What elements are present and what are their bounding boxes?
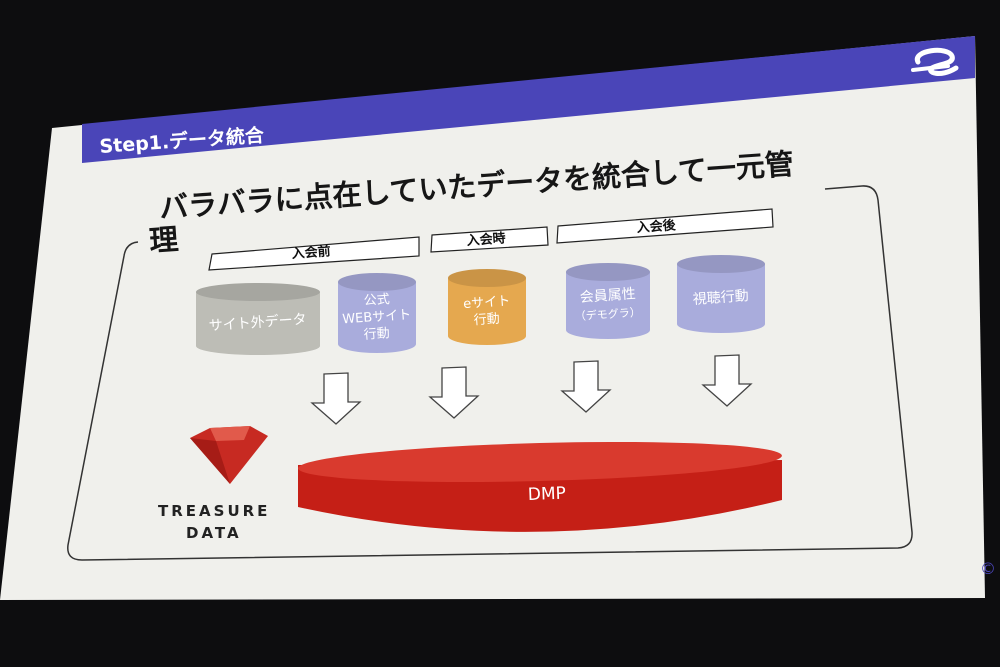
cylinder-top bbox=[338, 273, 416, 291]
dmp-label: DMP bbox=[527, 484, 566, 505]
cylinder-label: （デモグラ） bbox=[574, 305, 641, 324]
phase-after-join: 入会後 bbox=[556, 208, 774, 244]
cylinder-label: eサイト bbox=[463, 294, 511, 312]
down-arrow-icon bbox=[560, 360, 612, 413]
brand-line2: DATA bbox=[186, 524, 242, 542]
down-arrow-icon bbox=[701, 354, 753, 407]
flow-arrows bbox=[310, 354, 753, 425]
cylinder-body bbox=[566, 272, 650, 339]
phase-at-join: 入会時 bbox=[430, 226, 549, 253]
cylinder-label: 会員属性 bbox=[579, 286, 636, 306]
cylinder-top bbox=[448, 269, 526, 287]
cylinder-top bbox=[677, 255, 765, 273]
copyright-mark: © bbox=[980, 559, 996, 578]
cylinder-label: 行動 bbox=[473, 312, 500, 329]
brand-line1: TREASURE bbox=[158, 502, 270, 520]
cylinder-label: 公式 bbox=[363, 292, 390, 309]
dmp-platform: DMP bbox=[298, 441, 782, 532]
source-viewing: 視聴行動 bbox=[677, 255, 765, 333]
treasure-data-logo-icon bbox=[190, 426, 268, 484]
cylinder-label: サイト外データ bbox=[208, 311, 307, 335]
cylinder-body bbox=[338, 282, 416, 353]
cylinder-top bbox=[566, 263, 650, 281]
cylinder-label: WEBサイト bbox=[342, 308, 412, 328]
cylinder-body bbox=[677, 264, 765, 333]
cylinder-label: 視聴行動 bbox=[692, 288, 749, 308]
header-band bbox=[82, 36, 975, 163]
dmp-top bbox=[298, 441, 782, 483]
down-arrow-icon bbox=[310, 372, 362, 425]
source-member-attributes: 会員属性（デモグラ） bbox=[566, 263, 650, 339]
company-logo-icon bbox=[911, 47, 959, 76]
cylinder-body bbox=[448, 278, 526, 345]
diagram-frame bbox=[67, 185, 913, 561]
cylinder-top bbox=[196, 283, 320, 301]
phase-label: 入会時 bbox=[466, 230, 506, 249]
phase-before-join: 入会前 bbox=[208, 236, 420, 271]
phase-label: 入会前 bbox=[291, 243, 331, 262]
down-arrow-icon bbox=[428, 366, 480, 419]
phase-label: 入会後 bbox=[636, 217, 677, 236]
headline-line2: 理 bbox=[148, 222, 179, 258]
cylinder-body bbox=[196, 292, 320, 355]
source-offsite-data: サイト外データ bbox=[196, 283, 320, 355]
cylinder-label: 行動 bbox=[363, 326, 390, 343]
